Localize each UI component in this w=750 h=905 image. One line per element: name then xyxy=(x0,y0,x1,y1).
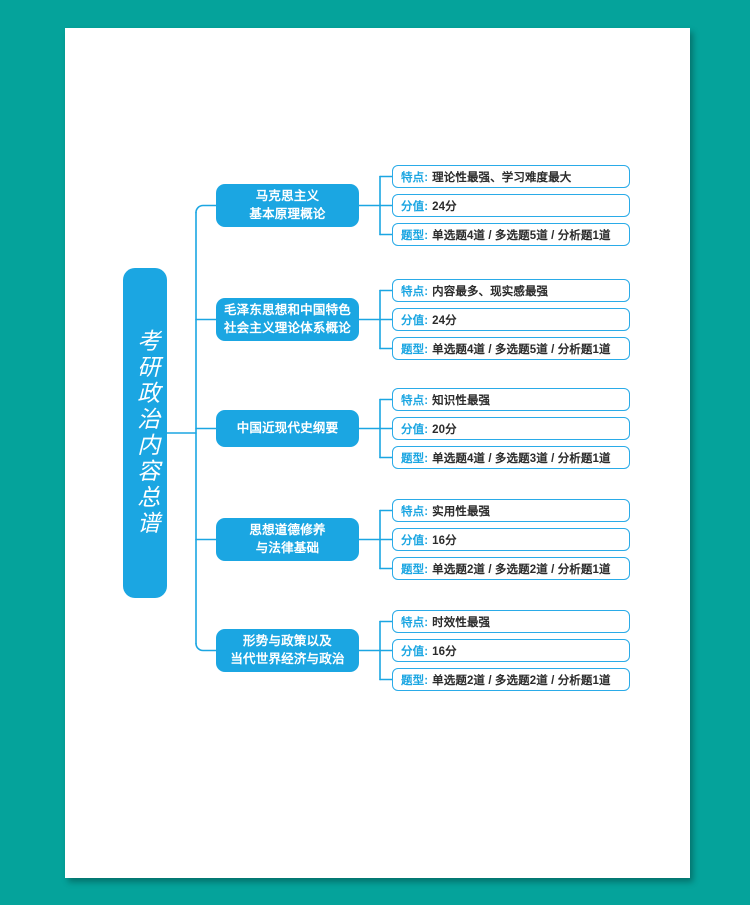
detail-value: 内容最多、现实感最强 xyxy=(432,285,549,298)
branch-label: 毛泽东思想和中国特色 社会主义理论体系概论 xyxy=(223,302,351,335)
detail-value: 时效性最强 xyxy=(432,616,491,629)
detail-value: 知识性最强 xyxy=(432,394,491,407)
branch-label: 马克思主义 基本原理概论 xyxy=(249,188,326,221)
detail-key: 题型: xyxy=(401,343,429,356)
detail-key: 特点: xyxy=(401,616,429,629)
branch-node-1[interactable]: 马克思主义 基本原理概论 xyxy=(216,184,359,227)
detail-box-3-3[interactable]: 题型:单选题4道 / 多选题3道 / 分析题1道 xyxy=(392,446,630,469)
detail-key: 题型: xyxy=(401,674,429,687)
branch-node-4[interactable]: 思想道德修养 与法律基础 xyxy=(216,518,359,561)
branch-node-5[interactable]: 形势与政策以及 当代世界经济与政治 xyxy=(216,629,359,672)
detail-value: 单选题2道 / 多选题2道 / 分析题1道 xyxy=(432,563,611,576)
detail-key: 分值: xyxy=(401,200,429,213)
detail-value: 单选题4道 / 多选题3道 / 分析题1道 xyxy=(432,452,611,465)
root-title: 考研政治内容总谱 xyxy=(132,329,159,537)
detail-key: 题型: xyxy=(401,452,429,465)
detail-value: 16分 xyxy=(432,645,457,658)
detail-key: 题型: xyxy=(401,563,429,576)
detail-box-5-3[interactable]: 题型:单选题2道 / 多选题2道 / 分析题1道 xyxy=(392,668,630,691)
detail-key: 分值: xyxy=(401,423,429,436)
detail-value: 理论性最强、学习难度最大 xyxy=(432,171,572,184)
detail-box-5-2[interactable]: 分值:16分 xyxy=(392,639,630,662)
detail-box-1-1[interactable]: 特点:理论性最强、学习难度最大 xyxy=(392,165,630,188)
detail-key: 题型: xyxy=(401,229,429,242)
detail-value: 20分 xyxy=(432,423,457,436)
detail-key: 特点: xyxy=(401,394,429,407)
detail-value: 单选题4道 / 多选题5道 / 分析题1道 xyxy=(432,229,611,242)
detail-value: 24分 xyxy=(432,314,457,327)
detail-key: 特点: xyxy=(401,505,429,518)
paper-sheet: 考研政治内容总谱 马克思主义 基本原理概论特点:理论性最强、学习难度最大分值:2… xyxy=(65,28,690,878)
detail-box-1-2[interactable]: 分值:24分 xyxy=(392,194,630,217)
detail-box-2-2[interactable]: 分值:24分 xyxy=(392,308,630,331)
branch-label: 中国近现代史纲要 xyxy=(236,420,339,435)
detail-value: 24分 xyxy=(432,200,457,213)
detail-value: 实用性最强 xyxy=(432,505,491,518)
detail-value: 16分 xyxy=(432,534,457,547)
detail-value: 单选题4道 / 多选题5道 / 分析题1道 xyxy=(432,343,611,356)
detail-box-1-3[interactable]: 题型:单选题4道 / 多选题5道 / 分析题1道 xyxy=(392,223,630,246)
detail-box-4-3[interactable]: 题型:单选题2道 / 多选题2道 / 分析题1道 xyxy=(392,557,630,580)
detail-box-4-2[interactable]: 分值:16分 xyxy=(392,528,630,551)
branch-node-3[interactable]: 中国近现代史纲要 xyxy=(216,410,359,447)
branch-node-2[interactable]: 毛泽东思想和中国特色 社会主义理论体系概论 xyxy=(216,298,359,341)
detail-key: 分值: xyxy=(401,645,429,658)
detail-box-3-1[interactable]: 特点:知识性最强 xyxy=(392,388,630,411)
root-node[interactable]: 考研政治内容总谱 xyxy=(123,268,167,598)
connector-lines xyxy=(166,175,393,681)
branch-label: 形势与政策以及 当代世界经济与政治 xyxy=(230,633,345,666)
detail-box-4-1[interactable]: 特点:实用性最强 xyxy=(392,499,630,522)
detail-value: 单选题2道 / 多选题2道 / 分析题1道 xyxy=(432,674,611,687)
branch-label: 思想道德修养 与法律基础 xyxy=(249,522,326,555)
detail-key: 特点: xyxy=(401,285,429,298)
mindmap-diagram: 考研政治内容总谱 马克思主义 基本原理概论特点:理论性最强、学习难度最大分值:2… xyxy=(65,28,690,878)
detail-box-2-3[interactable]: 题型:单选题4道 / 多选题5道 / 分析题1道 xyxy=(392,337,630,360)
detail-key: 分值: xyxy=(401,534,429,547)
detail-key: 特点: xyxy=(401,171,429,184)
detail-box-3-2[interactable]: 分值:20分 xyxy=(392,417,630,440)
detail-key: 分值: xyxy=(401,314,429,327)
detail-box-5-1[interactable]: 特点:时效性最强 xyxy=(392,610,630,633)
detail-box-2-1[interactable]: 特点:内容最多、现实感最强 xyxy=(392,279,630,302)
